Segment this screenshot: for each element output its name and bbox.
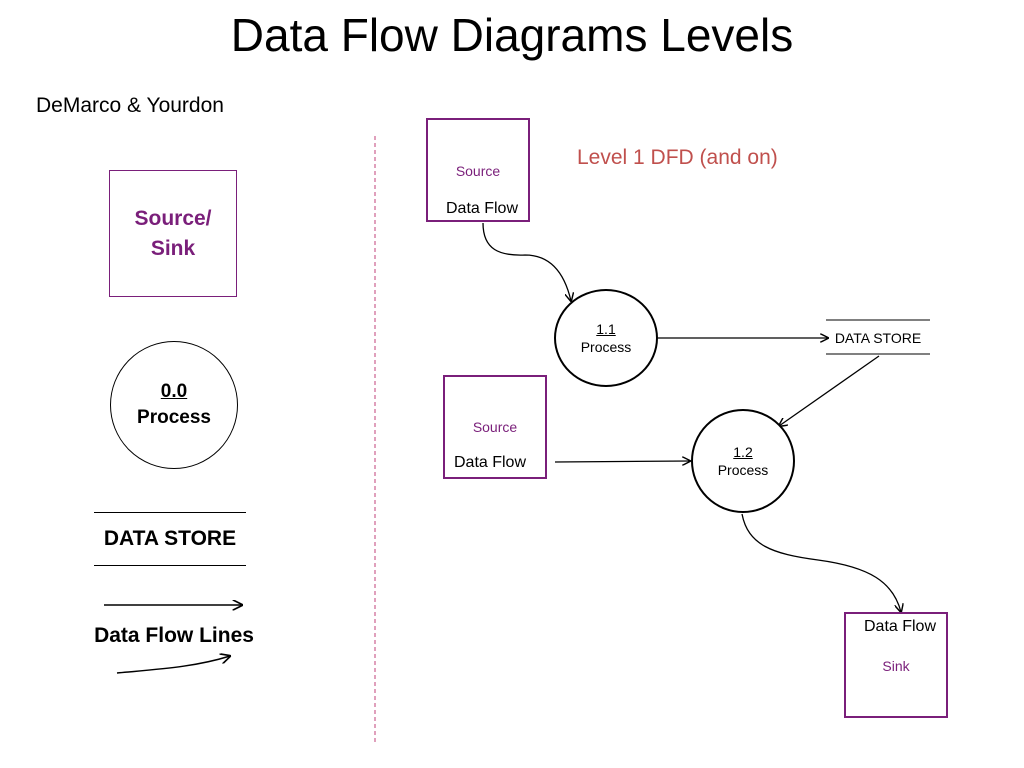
legend-source-sink-box: Source/ Sink: [109, 170, 237, 297]
slide-title: Data Flow Diagrams Levels: [230, 9, 794, 61]
source2-box: [443, 375, 547, 479]
legend-process-label: Process: [137, 407, 211, 428]
source2-label: Source: [472, 419, 518, 435]
process1-label: Process: [580, 339, 632, 355]
flow-store-to-process2: [779, 355, 880, 426]
legend-store-bottom-line: [94, 565, 246, 566]
source1-label: Source: [455, 163, 501, 179]
sink-label: Sink: [882, 658, 910, 674]
sink-flow-label: Data Flow: [863, 618, 937, 635]
legend-data-flow-lines-label: Data Flow Lines: [94, 624, 254, 647]
flow-process2-to-sink: [741, 513, 901, 612]
legend-arrow-curved: [116, 656, 230, 674]
legend-data-store-label: DATA STORE: [103, 527, 237, 550]
level-label: Level 1 DFD (and on): [577, 146, 778, 169]
data-store-label: DATA STORE: [834, 330, 922, 346]
legend-process-circle: 0.0 Process: [110, 341, 238, 469]
process2-circle: 1.2 Process: [691, 409, 795, 513]
source1-flow-label: Data Flow: [445, 200, 519, 217]
legend-store-top-line: [94, 512, 246, 513]
process1-circle: 1.1 Process: [554, 289, 658, 387]
process1-id: 1.1: [596, 321, 616, 337]
flow-source2-to-process2: [554, 461, 690, 462]
legend-process-id: 0.0: [160, 381, 188, 402]
flow-source1-to-process1: [482, 222, 571, 301]
process2-label: Process: [717, 462, 769, 478]
slide-subtitle: DeMarco & Yourdon: [36, 94, 224, 117]
process2-id: 1.2: [733, 444, 753, 460]
sink-box: [844, 612, 948, 718]
source2-flow-label: Data Flow: [453, 454, 527, 471]
legend-source-sink-label: Source/ Sink: [134, 206, 212, 260]
source1-box: [426, 118, 530, 222]
